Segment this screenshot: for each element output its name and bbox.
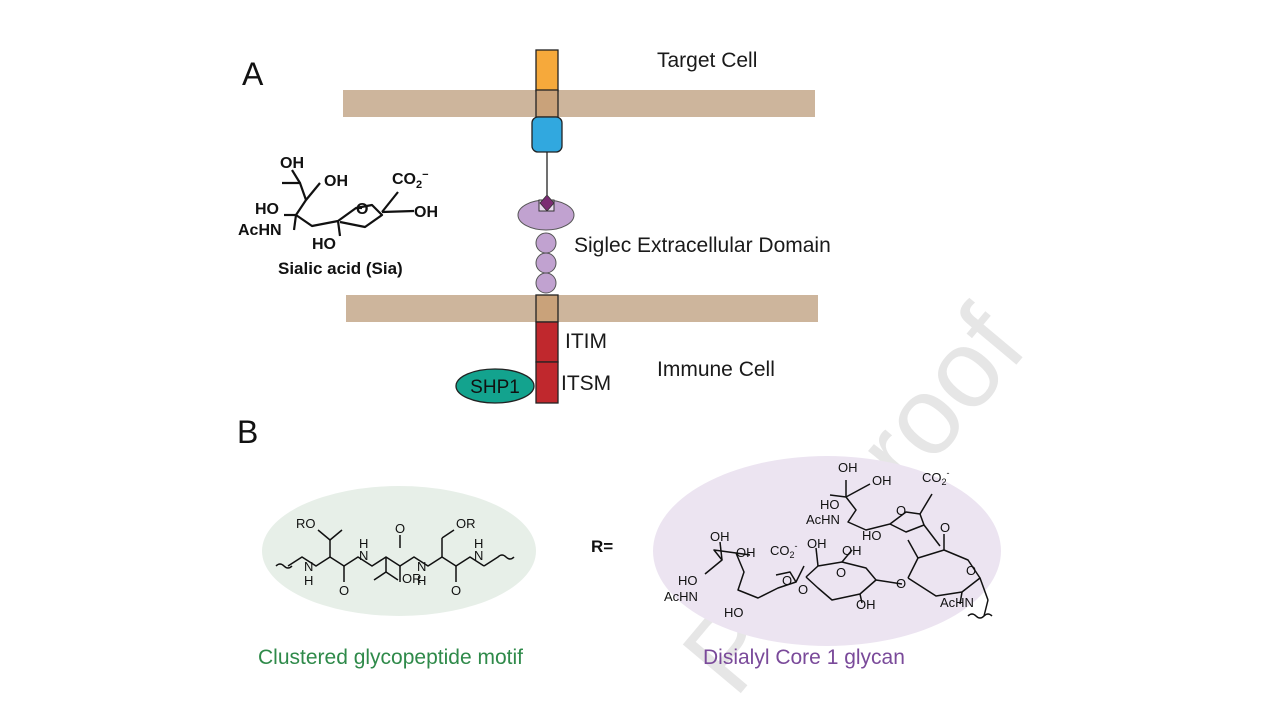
shp1-phosphatase [455, 368, 535, 404]
itim-label: ITIM [565, 330, 607, 353]
svg-text:O: O [339, 583, 349, 598]
svg-text:OH: OH [736, 545, 756, 560]
itsm-label: ITSM [561, 372, 611, 395]
svg-text:RO: RO [296, 516, 316, 531]
svg-text:HO: HO [820, 497, 840, 512]
svg-text:OH: OH [280, 155, 304, 172]
siglec-domain-label: Siglec Extracellular Domain [574, 234, 831, 257]
svg-text:O: O [395, 521, 405, 536]
glycopeptide-caption: Clustered glycopeptide motif [258, 646, 523, 669]
svg-text:OR: OR [402, 571, 422, 586]
svg-text:HO: HO [862, 528, 882, 543]
siglec-c2-domain-3 [535, 272, 557, 294]
shp1-label: SHP1 [470, 377, 520, 398]
panel-a-label: A [242, 56, 264, 92]
target-cell-label: Target Cell [657, 49, 757, 72]
svg-text:O: O [896, 503, 906, 518]
svg-text:OH: OH [842, 543, 862, 558]
ligand-blue-domain [531, 116, 563, 153]
svg-text:HO: HO [724, 605, 744, 620]
svg-text:O: O [896, 576, 906, 591]
sialic-acid-title: Sialic acid (Sia) [278, 259, 403, 278]
ligand-protein-top [535, 49, 559, 92]
svg-text:AcHN: AcHN [806, 512, 840, 527]
ligand-transmembrane [535, 89, 559, 118]
svg-text:HO: HO [678, 573, 698, 588]
svg-text:OH: OH [414, 204, 438, 221]
svg-text:O: O [782, 573, 792, 588]
svg-text:OH: OH [856, 597, 876, 612]
svg-text:O: O [836, 565, 846, 580]
svg-text:H: H [304, 573, 313, 588]
svg-text:O: O [451, 583, 461, 598]
svg-text:O: O [798, 582, 808, 597]
glycan-caption: Disialyl Core 1 glycan [703, 646, 905, 669]
svg-text:OH: OH [838, 460, 858, 475]
glycopeptide-structure: RO N H O N H OR O N H OR O N H [275, 516, 515, 598]
svg-text:HO: HO [312, 236, 336, 253]
svg-text:N: N [417, 559, 426, 574]
svg-text:H: H [474, 536, 483, 551]
glycan-ellipse [653, 456, 1001, 646]
svg-text:H: H [417, 573, 426, 588]
svg-text:O: O [356, 201, 368, 218]
r-equals-label: R= [591, 537, 613, 556]
glycan-structure: OH OH CO2- HO AcHN HO O OH OH CO2- OH OH… [664, 460, 993, 620]
svg-text:N: N [474, 548, 483, 563]
svg-text:OH: OH [710, 529, 730, 544]
svg-text:H: H [359, 536, 368, 551]
siglec-c2-domain-1 [535, 232, 557, 254]
svg-text:O: O [940, 520, 950, 535]
svg-text:N: N [304, 559, 313, 574]
svg-text:OH: OH [324, 173, 348, 190]
svg-text:HO: HO [255, 201, 279, 218]
siglec-transmembrane [535, 294, 559, 323]
glycopeptide-ellipse [262, 486, 536, 616]
svg-text:AcHN: AcHN [664, 589, 698, 604]
svg-text:AcHN: AcHN [238, 222, 282, 239]
sialic-acid-diamond [539, 194, 555, 212]
itim-motif [535, 321, 559, 363]
immune-cell-label: Immune Cell [657, 358, 775, 381]
immune-cell-membrane [346, 295, 818, 322]
svg-text:OR: OR [456, 516, 476, 531]
svg-text:OH: OH [807, 536, 827, 551]
itsm-motif [535, 361, 559, 404]
svg-text:N: N [359, 548, 368, 563]
svg-text:CO2−: CO2− [392, 169, 429, 191]
svg-text:O: O [966, 563, 976, 578]
svg-text:AcHN: AcHN [940, 595, 974, 610]
target-cell-membrane [343, 90, 815, 117]
siglec-c2-domain-2 [535, 252, 557, 274]
sialic-acid-structure: OH OH CO2− HO O OH AcHN HO [238, 155, 438, 253]
svg-text:OH: OH [872, 473, 892, 488]
panel-b-label: B [237, 414, 258, 450]
